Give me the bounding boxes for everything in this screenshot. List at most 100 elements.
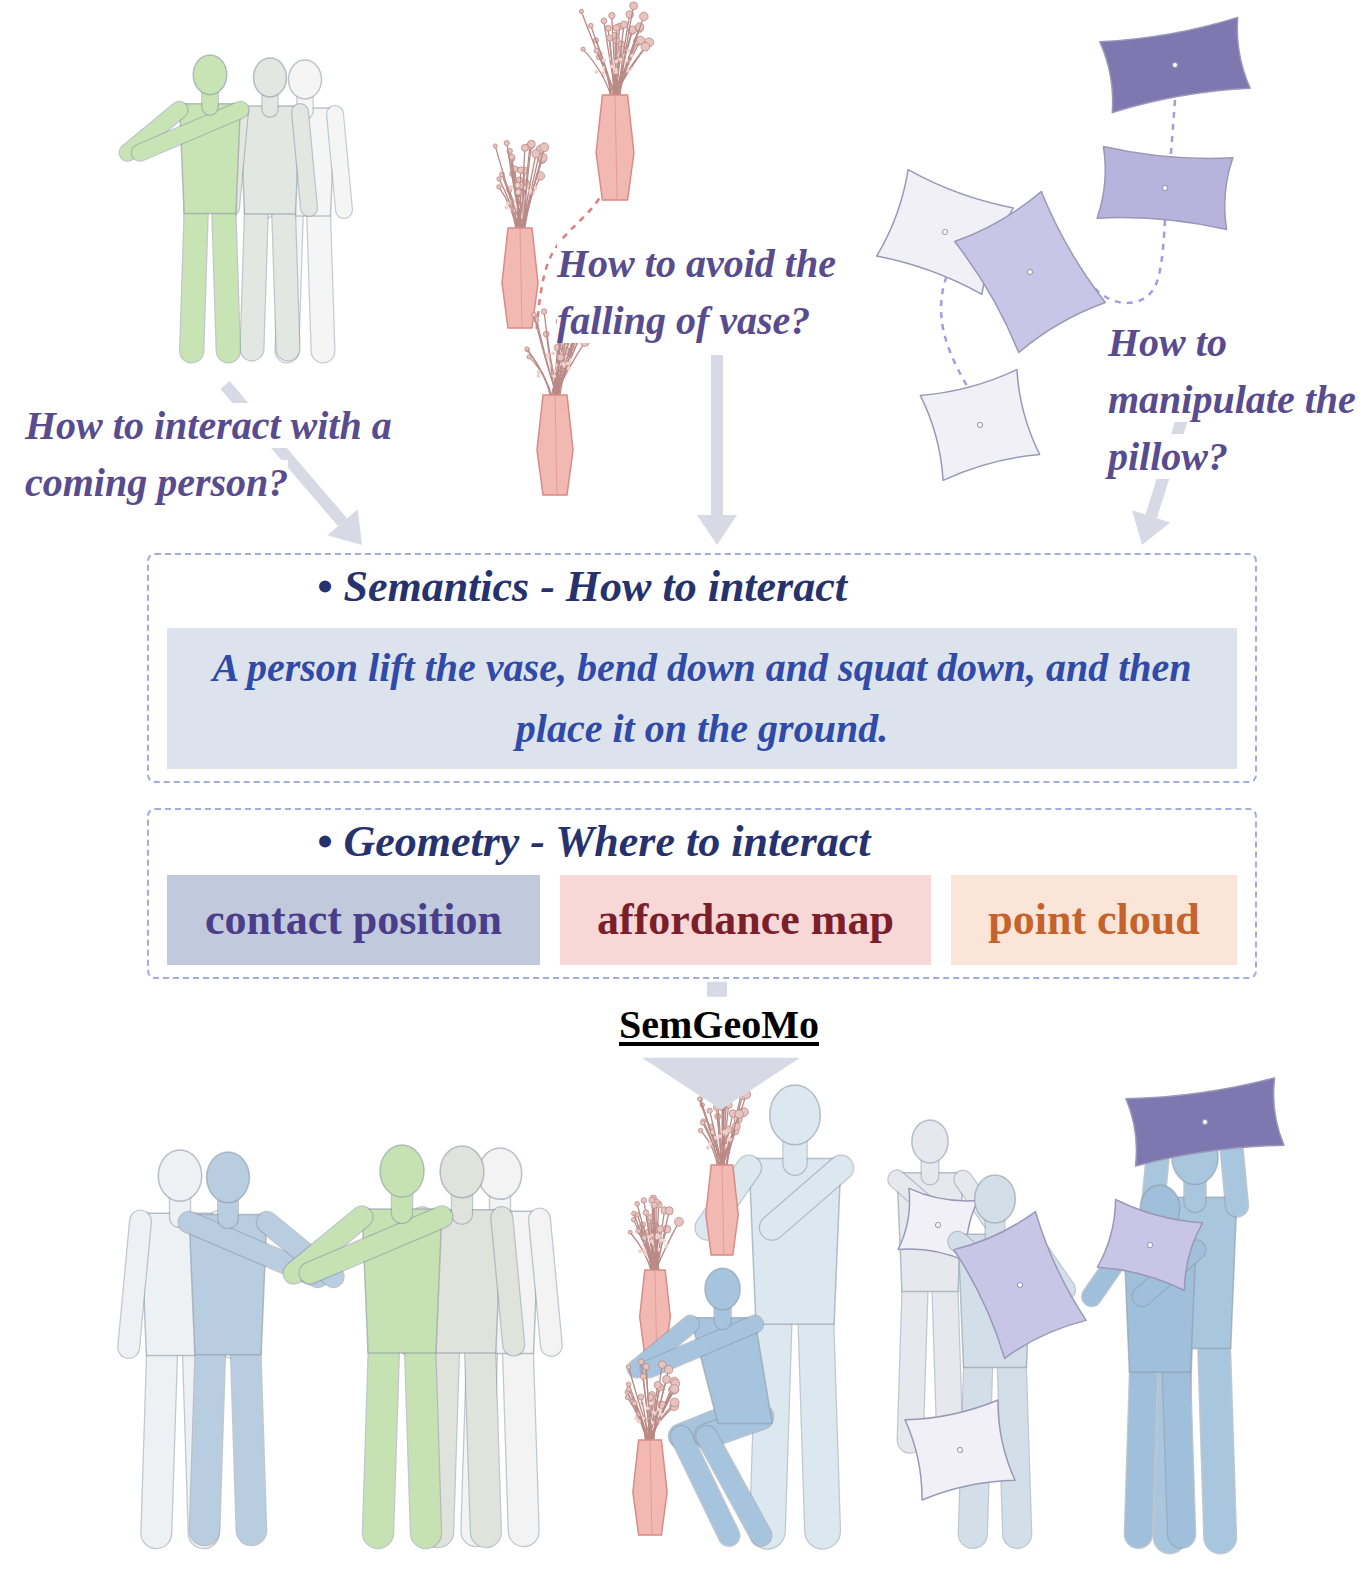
head [478, 1148, 521, 1199]
box-text: A person lift the vase, bend down and sq… [191, 638, 1213, 760]
flower [735, 1110, 743, 1118]
limb [246, 1347, 252, 1530]
method-name: SemGeoMo [619, 1002, 819, 1047]
limb [205, 1347, 211, 1530]
limb [502, 1218, 514, 1345]
pillow-button [1027, 269, 1034, 276]
flower [504, 205, 508, 209]
panel-heading: • Geometry - Where to interact [167, 816, 1237, 869]
flow-arrow-head [327, 509, 362, 545]
flower [579, 9, 583, 13]
flower [506, 201, 510, 205]
flower [728, 1138, 732, 1142]
limb [540, 1219, 552, 1345]
pillow [955, 192, 1106, 353]
limb [1214, 1340, 1220, 1537]
flower [714, 1136, 718, 1140]
flower [647, 1235, 651, 1239]
flower [643, 1210, 649, 1216]
flower [649, 1401, 653, 1405]
flower-stem [654, 1205, 658, 1274]
limb [480, 1345, 486, 1532]
head [705, 1268, 740, 1310]
flower [654, 1381, 661, 1388]
limb [518, 1346, 524, 1532]
label-holder: How to manipulate the pillow? [1108, 315, 1356, 485]
flower [643, 1364, 649, 1370]
flower-stem [703, 1123, 720, 1169]
flower-stem [657, 1211, 669, 1274]
flower-stem [630, 1232, 652, 1274]
limb [140, 110, 241, 153]
pillow-button [977, 422, 983, 428]
head [207, 1152, 250, 1203]
flower [625, 1395, 629, 1399]
pillow [920, 370, 1039, 481]
vase-facet [520, 228, 522, 328]
box-text: affordance map [597, 894, 894, 945]
vase [579, 2, 653, 200]
box-text: point cloud [988, 894, 1200, 945]
flower [659, 1412, 663, 1416]
flower [642, 1249, 646, 1253]
limb-outline [707, 1436, 761, 1535]
vase-facet [650, 1440, 652, 1535]
flower-stem [512, 157, 523, 232]
flow-arrow-head [642, 1058, 800, 1110]
torso [240, 106, 300, 214]
limb-outline [156, 1348, 162, 1534]
flower-stem [634, 1213, 657, 1274]
vase-body [706, 1165, 738, 1255]
flower [657, 1226, 664, 1233]
flower [537, 374, 541, 378]
flower [528, 140, 536, 148]
flower [521, 144, 528, 151]
head [254, 58, 287, 97]
semantics-panel: • Semantics - How to interactA person li… [147, 553, 1257, 783]
flower [708, 1142, 712, 1146]
flower [641, 42, 650, 51]
flower [509, 185, 513, 189]
vase-facet [615, 95, 617, 200]
flower-stem [581, 11, 619, 99]
pillow [1097, 1200, 1202, 1291]
limb-outline [649, 1324, 755, 1369]
vase [697, 1085, 750, 1255]
flower [674, 1217, 683, 1226]
limb-outline [192, 208, 197, 351]
limb-outline [140, 110, 241, 153]
torso [749, 1159, 841, 1325]
flower [707, 1108, 712, 1113]
pillow-button [935, 1222, 941, 1228]
limb-outline [205, 1347, 211, 1530]
flower [665, 1366, 673, 1374]
flower [497, 185, 501, 189]
flower [533, 186, 537, 190]
flower [700, 1120, 705, 1125]
head [440, 1146, 484, 1198]
flower [638, 1249, 642, 1253]
vase-body [537, 395, 573, 495]
flow-arrow-shaft [707, 982, 727, 997]
flower-stem [618, 16, 644, 99]
flower [609, 64, 613, 68]
flower-stem [637, 1204, 658, 1274]
flower [662, 1238, 666, 1242]
flower [540, 143, 549, 152]
limb-outline [378, 1345, 384, 1533]
limb [910, 1285, 915, 1440]
flower [516, 190, 520, 194]
limb-outline [129, 1221, 141, 1347]
limb [772, 1168, 841, 1228]
flower [537, 370, 541, 374]
flower [651, 1202, 657, 1208]
flower [635, 1201, 640, 1206]
flower [532, 312, 537, 317]
flower [551, 351, 555, 355]
flower [552, 374, 556, 378]
flower-stem [629, 1384, 650, 1444]
flower [630, 2, 638, 10]
limb [284, 208, 289, 349]
flower [630, 54, 634, 58]
flower [638, 1394, 644, 1400]
